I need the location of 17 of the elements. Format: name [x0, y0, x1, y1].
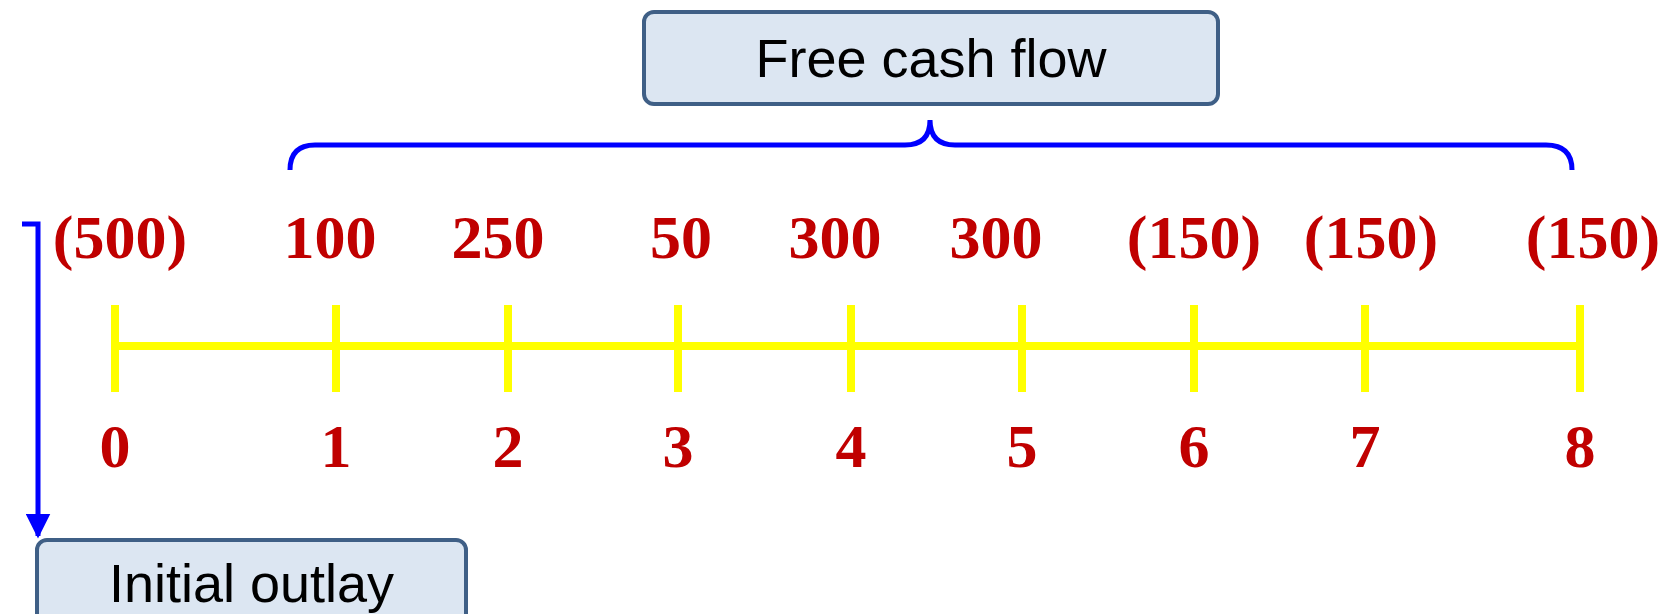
arrow: [22, 221, 51, 539]
cash-flow-value: 300: [788, 206, 882, 268]
text-box: Initial outlay: [35, 538, 468, 614]
period-number: 6: [1178, 415, 1210, 477]
period-number: 2: [492, 415, 524, 477]
cash-flow-value: 100: [283, 206, 377, 268]
period-number: 8: [1564, 415, 1596, 477]
cash-flow-value: 300: [949, 206, 1043, 268]
period-number: 5: [1006, 415, 1038, 477]
period-number: 0: [99, 415, 131, 477]
cash-flow-value: 250: [451, 206, 545, 268]
period-number: 7: [1349, 415, 1381, 477]
period-number: 4: [835, 415, 867, 477]
text-box: Free cash flow: [642, 10, 1220, 106]
period-number: 3: [662, 415, 694, 477]
period-number: 1: [320, 415, 352, 477]
cash-flow-value: 50: [650, 206, 712, 268]
